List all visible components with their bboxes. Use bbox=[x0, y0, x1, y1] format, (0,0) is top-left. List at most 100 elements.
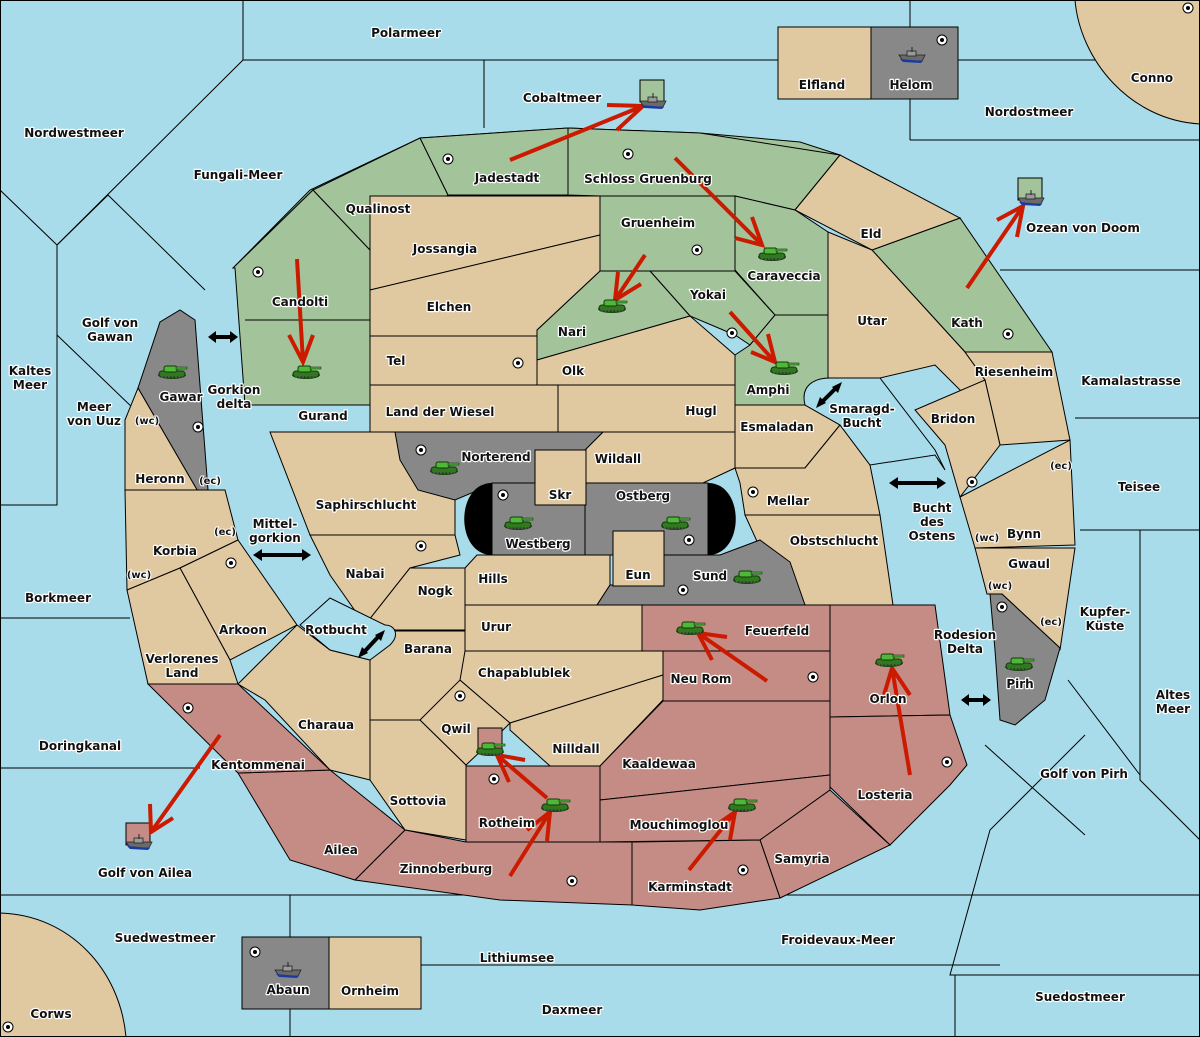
coast-label-wc: (wc) bbox=[975, 533, 999, 544]
region-bynn[interactable] bbox=[959, 439, 1076, 549]
label-kentommenai: Kentommenai bbox=[211, 758, 305, 772]
label-utar: Utar bbox=[857, 314, 887, 328]
label-samyria: Samyria bbox=[774, 852, 829, 866]
label-neurom: Neu Rom bbox=[671, 672, 732, 686]
label-elchen: Elchen bbox=[427, 300, 472, 314]
label-bucht-1: Bucht bbox=[912, 501, 951, 515]
supply-center-icon bbox=[415, 444, 427, 456]
coast-label-ec: (ec) bbox=[214, 527, 236, 538]
label-rotheim: Rotheim bbox=[479, 816, 536, 830]
double-arrow-icon bbox=[208, 331, 238, 343]
region-skr[interactable] bbox=[534, 449, 587, 506]
supply-center-icon bbox=[566, 875, 578, 887]
region-urur[interactable] bbox=[464, 604, 643, 652]
label-olk: Olk bbox=[562, 364, 585, 378]
label-froidevaux: Froidevaux-Meer bbox=[781, 933, 895, 947]
move-order-arrow bbox=[673, 156, 766, 248]
label-qualinost: Qualinost bbox=[346, 202, 411, 216]
move-order-arrow bbox=[148, 733, 222, 836]
label-verlorenes-1: Verlorenes bbox=[146, 652, 219, 666]
label-altes-2: Meer bbox=[1156, 702, 1190, 716]
label-kaaldewaa: Kaaldewaa bbox=[622, 757, 696, 771]
label-bucht-3: Ostens bbox=[909, 529, 956, 543]
label-gruenheim: Gruenheim bbox=[621, 216, 695, 230]
region-ornheim[interactable] bbox=[328, 936, 422, 1010]
region-riesenheim[interactable] bbox=[964, 351, 1071, 446]
label-hills: Hills bbox=[478, 572, 508, 586]
label-skr: Skr bbox=[549, 488, 572, 502]
label-barana: Barana bbox=[404, 642, 452, 656]
label-bucht-2: des bbox=[920, 515, 944, 529]
supply-center-icon bbox=[941, 756, 953, 768]
supply-center-icon bbox=[737, 864, 749, 876]
label-fungali: Fungali-Meer bbox=[194, 168, 283, 182]
label-corws: Corws bbox=[30, 1007, 71, 1021]
label-bynn: Bynn bbox=[1007, 527, 1041, 541]
region-mellar[interactable] bbox=[734, 424, 881, 516]
label-eun: Eun bbox=[625, 568, 650, 582]
coast-label-ec: (ec) bbox=[1040, 617, 1062, 628]
label-borkmeer: Borkmeer bbox=[25, 591, 91, 605]
region-smaragd-bucht[interactable] bbox=[803, 377, 946, 471]
supply-center-icon bbox=[683, 534, 695, 546]
label-obstschlucht: Obstschlucht bbox=[790, 534, 879, 548]
label-jadestadt: Jadestadt bbox=[474, 171, 540, 185]
double-arrow-icon bbox=[358, 630, 385, 658]
label-qwil: Qwil bbox=[441, 722, 471, 736]
region-hugl[interactable] bbox=[557, 384, 736, 433]
region-verlorenes-land[interactable] bbox=[126, 567, 239, 685]
label-kath: Kath bbox=[951, 316, 983, 330]
label-conno: Conno bbox=[1131, 71, 1173, 85]
supply-center-icon bbox=[454, 690, 466, 702]
region-eun[interactable] bbox=[612, 530, 665, 587]
label-chapa: Chapablublek bbox=[478, 666, 571, 680]
label-sottovia: Sottovia bbox=[390, 794, 447, 808]
label-amphi: Amphi bbox=[746, 383, 789, 397]
supply-center-icon bbox=[936, 34, 948, 46]
label-golf-gawan-2: Gawan bbox=[87, 330, 133, 344]
label-smaragd-2: Bucht bbox=[842, 416, 881, 430]
label-golf-gawan-1: Golf von bbox=[82, 316, 138, 330]
supply-center-icon bbox=[677, 584, 689, 596]
label-kaltes-2: Meer bbox=[13, 378, 47, 392]
coast-label-wc: (wc) bbox=[135, 416, 159, 427]
supply-center-icon bbox=[182, 702, 194, 714]
supply-center-icon bbox=[415, 540, 427, 552]
label-uuz-2: von Uuz bbox=[67, 414, 121, 428]
label-rodesion-2: Delta bbox=[947, 642, 983, 656]
label-ostberg: Ostberg bbox=[616, 489, 670, 503]
region-bridon[interactable] bbox=[914, 379, 1001, 499]
label-golf-ailea: Golf von Ailea bbox=[98, 866, 192, 880]
impassable-west bbox=[464, 483, 492, 555]
region-gruenheim[interactable] bbox=[599, 195, 736, 272]
supply-center-icon bbox=[252, 266, 264, 278]
label-gawar: Gawar bbox=[159, 390, 202, 404]
label-ornheim: Ornheim bbox=[341, 984, 399, 998]
label-nabai: Nabai bbox=[346, 567, 385, 581]
label-smaragd-1: Smaragd- bbox=[829, 402, 894, 416]
double-arrow-icon bbox=[816, 382, 842, 408]
region-corws[interactable] bbox=[0, 912, 127, 1037]
region-conno[interactable] bbox=[1074, 0, 1200, 125]
label-cobaltmeer: Cobaltmeer bbox=[523, 91, 601, 105]
coast-label-ec: (ec) bbox=[1050, 461, 1072, 472]
label-feuerfeld: Feuerfeld bbox=[745, 624, 810, 638]
supply-center-icon bbox=[807, 671, 819, 683]
region-kentommenai[interactable] bbox=[146, 683, 332, 774]
region-olk[interactable] bbox=[536, 315, 736, 386]
move-order-arrow bbox=[687, 807, 738, 872]
supply-center-icon bbox=[192, 421, 204, 433]
supply-center-icon bbox=[249, 946, 261, 958]
region-land-der-wiesel[interactable] bbox=[369, 384, 559, 433]
label-nordostmeer: Nordostmeer bbox=[985, 105, 1074, 119]
label-elfland: Elfland bbox=[799, 78, 845, 92]
label-suedwestmeer: Suedwestmeer bbox=[115, 931, 216, 945]
label-caraveccia: Caraveccia bbox=[747, 269, 820, 283]
region-eld[interactable] bbox=[794, 154, 962, 251]
region-tel[interactable] bbox=[369, 335, 538, 387]
region-elfland[interactable] bbox=[777, 26, 872, 100]
label-orlon: Orlon bbox=[869, 692, 906, 706]
label-teisee: Teisee bbox=[1118, 480, 1160, 494]
region-rotheim[interactable] bbox=[465, 765, 601, 843]
